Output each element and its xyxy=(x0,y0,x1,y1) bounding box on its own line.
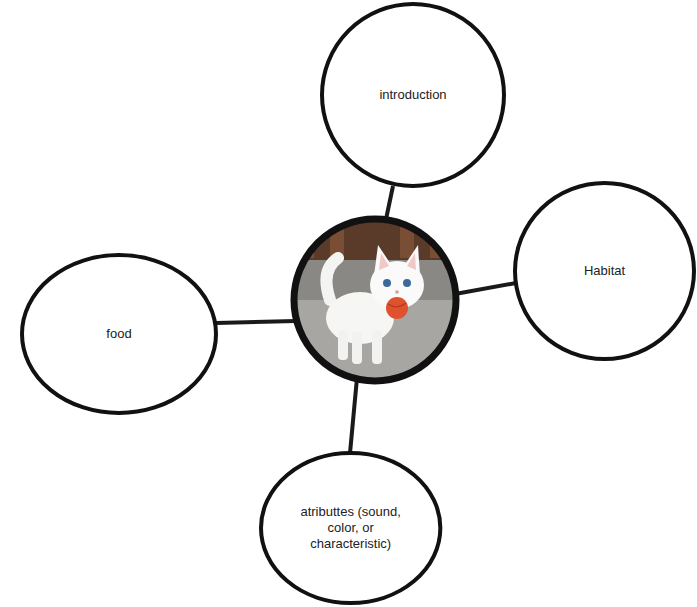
topic-circle: atributtes (sound, color, or characteris… xyxy=(259,451,442,605)
topic-label: introduction xyxy=(379,87,446,103)
spoke-lines xyxy=(216,186,516,453)
topic-circle: Habitat xyxy=(513,181,696,361)
topic-circle: introduction xyxy=(320,2,506,188)
topic-circle: food xyxy=(20,253,218,415)
topic-label: atributtes (sound, color, or characteris… xyxy=(295,504,407,552)
topic-label: Habitat xyxy=(584,263,625,279)
kitten-photo xyxy=(290,215,460,385)
center-circle xyxy=(294,219,456,381)
topic-label: food xyxy=(106,326,131,342)
